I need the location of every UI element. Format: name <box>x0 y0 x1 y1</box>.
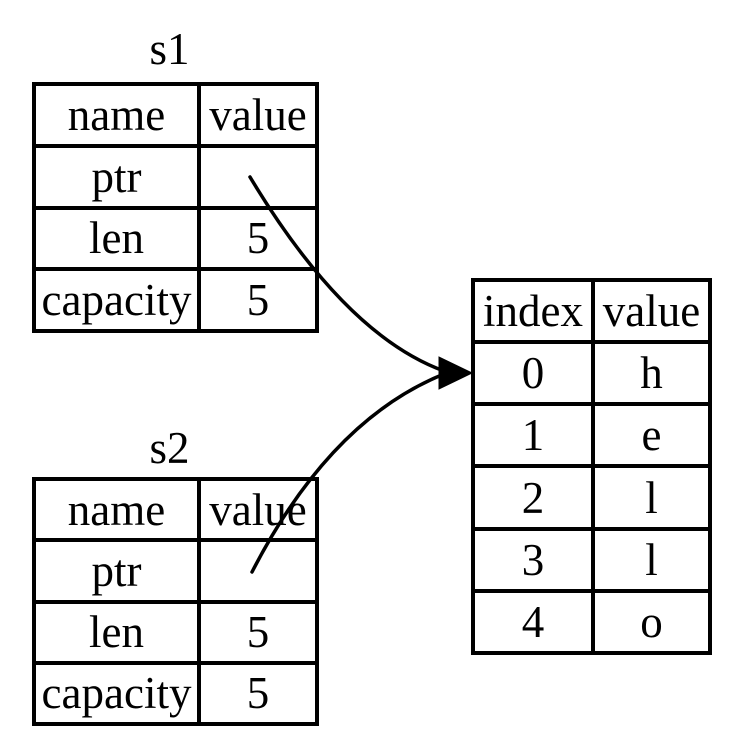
heap-header-index: index <box>471 277 595 345</box>
heap-row-4: 4 o <box>471 588 712 656</box>
s1-row-len: len 5 <box>32 205 319 272</box>
s2-row-ptr: ptr <box>32 538 319 604</box>
s2-ptr-value-cell <box>197 538 319 604</box>
heap-row-3: 3 l <box>471 526 712 593</box>
s1-label: s1 <box>149 24 190 74</box>
heap-value-2-cell: l <box>591 464 712 531</box>
s1-header-row: name value <box>32 82 319 148</box>
heap-value-0-cell: h <box>591 340 712 407</box>
heap-row-1: 1 e <box>471 402 712 469</box>
s1-len-value-cell: 5 <box>197 205 319 272</box>
arrowhead-icon <box>438 356 474 390</box>
s1-ptr-name-cell: ptr <box>32 143 201 210</box>
heap-header-value: value <box>591 277 712 345</box>
heap-index-3-cell: 3 <box>471 526 595 593</box>
s1-ptr-value-cell <box>197 143 319 210</box>
s2-len-name-cell: len <box>32 599 201 665</box>
heap-index-2-cell: 2 <box>471 464 595 531</box>
s1-row-ptr: ptr <box>32 143 319 210</box>
heap-value-3-cell: l <box>591 526 712 593</box>
s2-capacity-name-cell: capacity <box>32 660 201 727</box>
s2-capacity-value-cell: 5 <box>197 660 319 727</box>
s1-header-name: name <box>32 82 201 148</box>
heap-row-2: 2 l <box>471 464 712 531</box>
heap-row-0: 0 h <box>471 340 712 407</box>
s2-label: s2 <box>149 423 190 473</box>
s2-row-len: len 5 <box>32 599 319 665</box>
s2-struct-table: name value ptr len 5 capacity 5 <box>32 476 319 727</box>
heap-index-0-cell: 0 <box>471 340 595 407</box>
heap-value-4-cell: o <box>591 588 712 656</box>
heap-header-row: index value <box>471 277 712 345</box>
s1-header-value: value <box>197 82 319 148</box>
s1-capacity-value-cell: 5 <box>197 267 319 333</box>
s2-header-name: name <box>32 476 201 543</box>
s1-row-capacity: capacity 5 <box>32 267 319 333</box>
s2-ptr-name-cell: ptr <box>32 538 201 604</box>
s2-row-capacity: capacity 5 <box>32 660 319 727</box>
s2-header-row: name value <box>32 476 319 543</box>
heap-buffer-table: index value 0 h 1 e 2 l 3 l 4 o <box>471 277 712 656</box>
s1-capacity-name-cell: capacity <box>32 267 201 333</box>
s2-len-value-cell: 5 <box>197 599 319 665</box>
s1-len-name-cell: len <box>32 205 201 272</box>
s2-header-value: value <box>197 476 319 543</box>
heap-index-1-cell: 1 <box>471 402 595 469</box>
heap-value-1-cell: e <box>591 402 712 469</box>
s1-struct-table: name value ptr len 5 capacity 5 <box>32 82 319 333</box>
heap-index-4-cell: 4 <box>471 588 595 656</box>
